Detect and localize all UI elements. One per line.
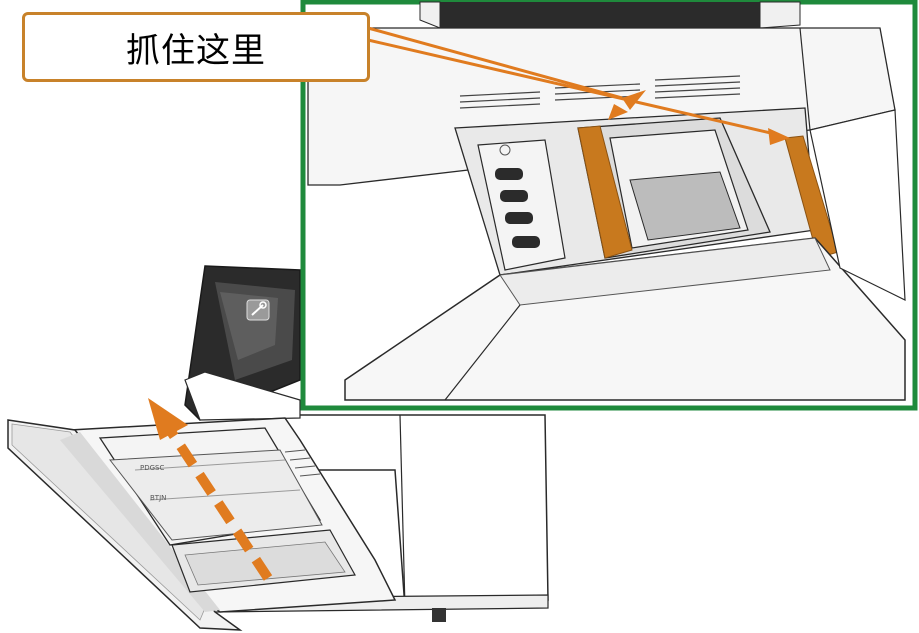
vent-grille [459,75,741,109]
instrument-lid [184,265,301,421]
reagent-container [577,117,839,259]
callout-leader-arrows [367,26,790,145]
dashed-up-arrow-icon [148,398,273,581]
tray-label-lower: BTJN [150,494,166,502]
instrument-foot [432,608,446,622]
cartridge-rack [477,139,566,271]
instrument-body: PDGSC BTJN [7,265,549,631]
detail-inset [300,0,918,411]
leader-arrowhead-right [768,128,790,145]
left-grip-highlight [577,125,633,259]
leader-arrowhead-left [622,90,646,110]
grip-here-callout: 抓住这里 [22,12,370,82]
wrench-badge-icon [246,299,270,321]
tray-label-upper: PDGSC [140,464,164,472]
